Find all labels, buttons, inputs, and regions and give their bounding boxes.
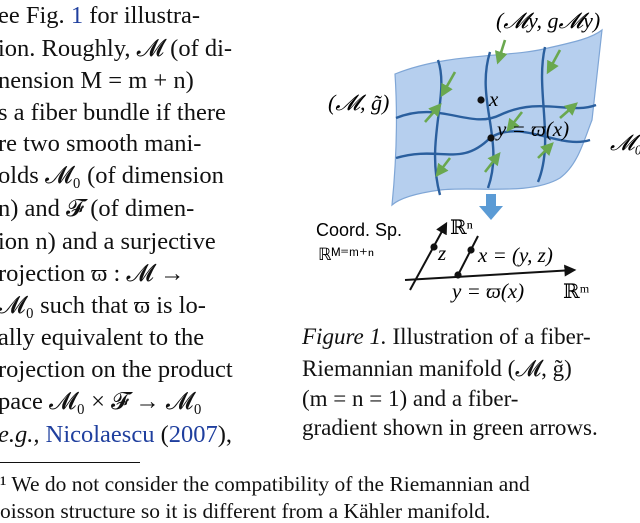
text-line-1: ee Fig. 1 for illustra- [0,2,201,29]
text-line-2: ion. Roughly, 𝓜 (of di- [0,35,233,62]
text-line-4: s a fiber bundle if there [0,99,226,126]
z-label: z [437,241,446,265]
figure-ref-link[interactable]: 1 [70,2,84,29]
caption-line-4: gradient shown in green arrows. [302,415,598,440]
text-line-8: ion n) and a surjective [0,228,216,255]
projection-arrow [479,194,503,220]
point-x-label: x [488,87,499,111]
text-line-3: nension M = m + n) [0,67,194,94]
citation-link[interactable]: Nicolaescu [45,421,155,448]
text-line-6: olds 𝓜₀ (of dimension [0,162,224,189]
text-line-7: n) and 𝓕 (of dimen- [0,195,195,222]
gradient-arrows [424,39,578,178]
footnote-line-2: oisson structure so it is different from… [0,499,491,523]
footnote-line-1: ¹ We do not consider the compatibility o… [0,472,530,496]
citation-year-link[interactable]: 2007 [168,421,218,448]
caption-line-3: (m = n = 1) and a fiber- [302,386,519,411]
manifold-label: (𝓜, g̃) [328,90,389,115]
rm-label: ℝᵐ [563,281,590,303]
coord-point-z [430,243,438,251]
coordinate-axes [404,221,577,291]
caption-line-2: Riemannian manifold (𝓜, g̃) [302,356,572,381]
text-line-10: 𝓜₀ such that ϖ is lo- [0,292,206,319]
text-line-14: e.g., Nicolaescu (2007), [0,421,233,448]
base-manifold-label: 𝓜₀ [610,130,640,155]
footnote-rule [0,462,140,463]
point-y [487,134,495,142]
point-x [477,96,485,104]
y-coords-label: y = ϖ(x) [450,279,524,303]
text-line-9: rojection ϖ : 𝓜 → [0,260,185,287]
point-y-label: y = ϖ(x) [495,117,569,141]
x-coords-label: x = (y, z) [477,243,553,267]
text-line-13: pace 𝓜₀ × 𝓕 → 𝓜₀ [0,388,202,415]
coord-point-x [467,246,475,254]
coord-space-title: Coord. Sp. [316,220,402,240]
text-line-11: ally equivalent to the [0,324,205,351]
text-line-12: rojection on the product [0,356,233,383]
fiber-label: (𝓜y, g𝓜y) [496,8,600,33]
coord-point-y [454,271,462,279]
caption-label: Figure 1. [302,324,387,349]
fiber-bundle-figure: (𝓜y, g𝓜y) (𝓜, g̃) x y = ϖ(x) 𝓜₀ ℝⁿ Coord… [316,8,640,303]
rn-label: ℝⁿ [450,217,473,239]
coord-space-label: ℝᴹ⁼ᵐ⁺ⁿ [318,245,374,264]
text-line-5: re two smooth mani- [0,130,202,157]
